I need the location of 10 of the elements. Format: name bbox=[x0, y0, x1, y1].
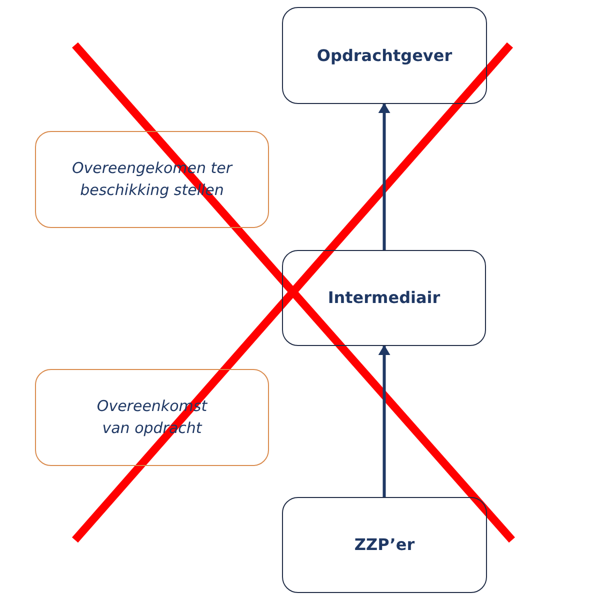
arrow bbox=[378, 103, 390, 250]
agreement-box bbox=[35, 131, 269, 228]
arrow bbox=[378, 345, 390, 497]
node-label: ZZP’er bbox=[354, 534, 415, 556]
node-label: Intermediair bbox=[328, 287, 440, 310]
role-box bbox=[282, 250, 486, 346]
node-label: Opdrachtgever bbox=[316, 44, 452, 67]
role-box bbox=[282, 7, 487, 104]
agreement-box bbox=[35, 369, 269, 466]
role-box bbox=[282, 497, 487, 593]
